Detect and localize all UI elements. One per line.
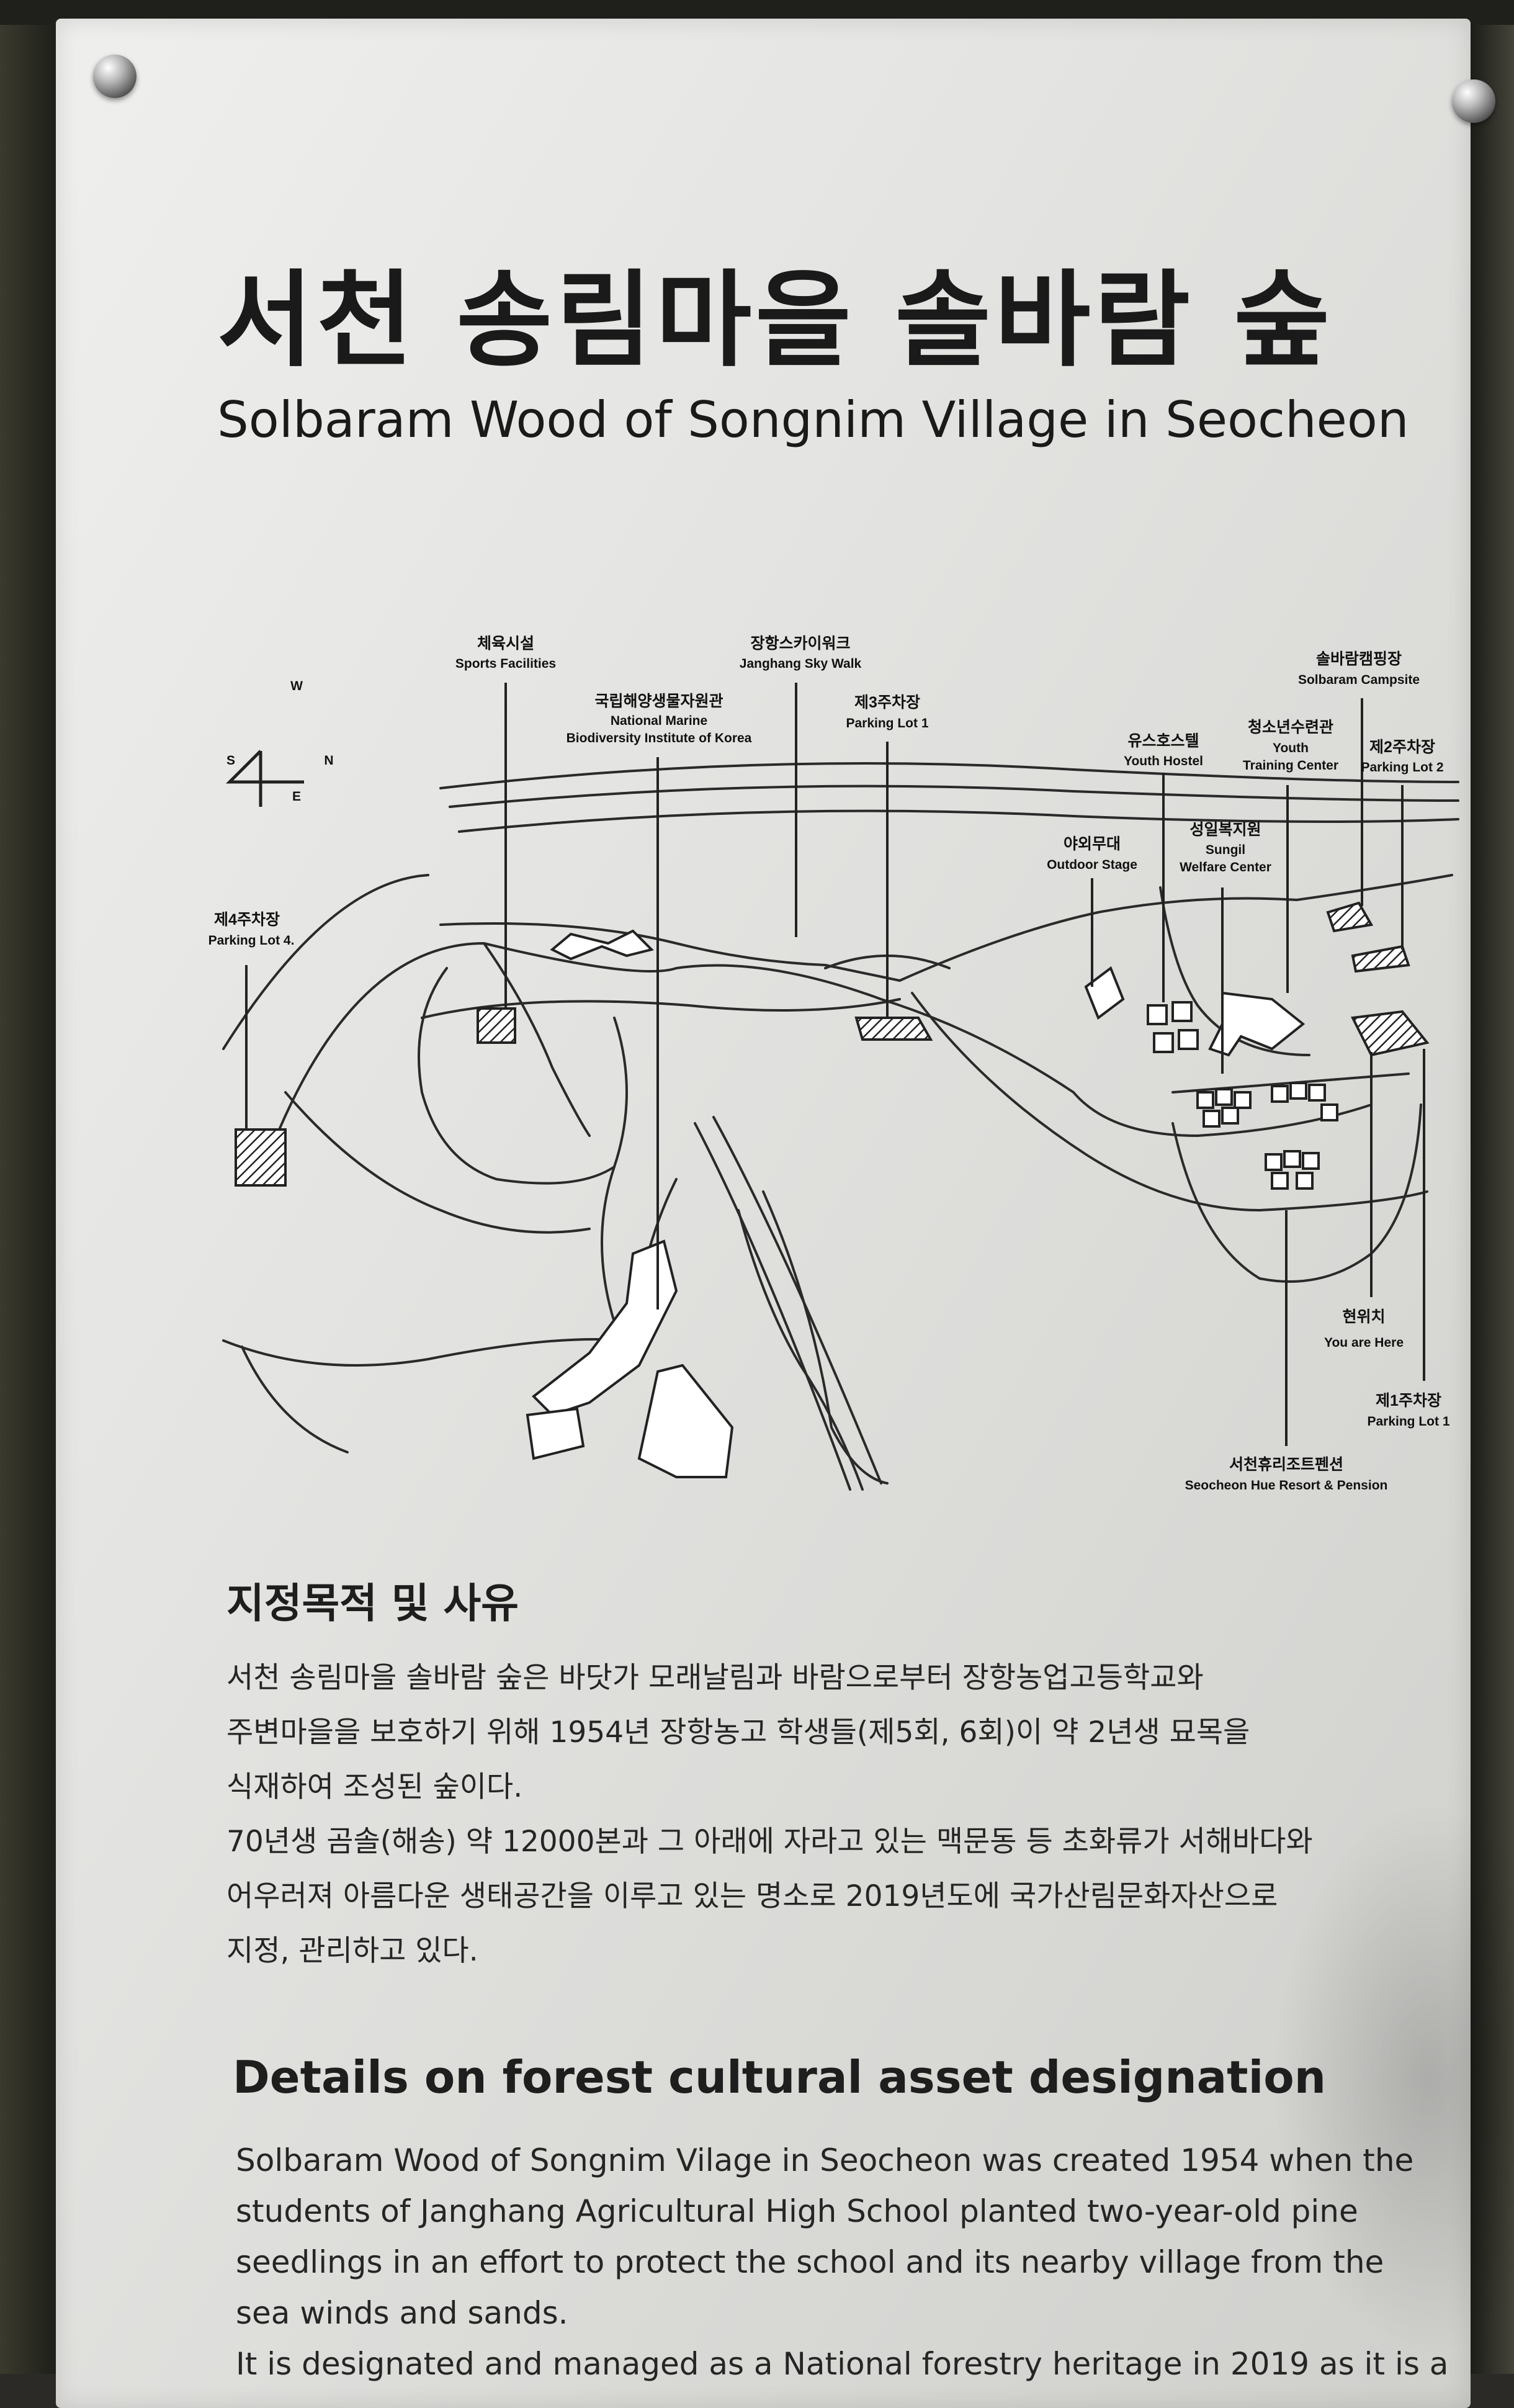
label-marine-en1: National Marine — [611, 714, 707, 728]
label-here-en: You are Here — [1324, 1336, 1404, 1350]
parking-lot-3-area — [854, 1017, 933, 1041]
trail-map: W S N E — [208, 635, 1459, 1493]
label-hostel-ko: 유스호스텔 — [1127, 732, 1199, 750]
label-campsite-ko: 솔바람캠핑장 — [1316, 650, 1402, 668]
section-heading-english: Details on forest cultural asset designa… — [233, 2051, 1326, 2103]
label-sungil-en1: Sungil — [1206, 843, 1245, 857]
background-right — [1471, 0, 1514, 2374]
body-line: 서천 송림마을 솔바람 숲은 바닷가 모래날림과 바람으로부터 장항농업고등학교… — [226, 1661, 1204, 1695]
compass-n: N — [324, 753, 333, 768]
road-network — [222, 874, 1453, 1491]
label-lot3-en: Parking Lot 1 — [846, 716, 928, 730]
background-left — [0, 0, 56, 2374]
body-line: 어우러져 아름다운 생태공간을 이루고 있는 명소로 2019년도에 국가산림문… — [226, 1879, 1278, 1913]
label-lot1-en: Parking Lot 1 — [1367, 1414, 1449, 1429]
label-campsite-en: Solbaram Campsite — [1298, 673, 1420, 687]
label-sports-en: Sports Facilities — [455, 657, 556, 671]
compass-w: W — [290, 679, 303, 693]
label-resort-en: Seocheon Hue Resort & Pension — [1185, 1478, 1388, 1493]
sports-area — [477, 1007, 516, 1044]
section-body-english: Solbaram Wood of Songnim Vilage in Seoch… — [236, 2135, 1452, 2389]
label-here-ko: 현위치 — [1342, 1308, 1385, 1326]
label-marine-en2: Biodiversity Institute of Korea — [567, 731, 752, 745]
body-line: sea winds and sands. — [236, 2295, 568, 2331]
label-lot2-en: Parking Lot 2 — [1361, 760, 1443, 775]
body-line: 주변마을을 보호하기 위해 1954년 장항농고 학생들(제5회, 6회)이 약… — [226, 1715, 1250, 1750]
compass-e: E — [292, 789, 301, 804]
body-line: It is designated and managed as a Nation… — [236, 2346, 1449, 2382]
parking-lot-4-area — [235, 1128, 287, 1187]
label-ytc-en1: Youth — [1273, 741, 1309, 755]
label-sungil-en2: Welfare Center — [1180, 860, 1271, 874]
section-body-korean: 서천 송림마을 솔바람 숲은 바닷가 모래날림과 바람으로부터 장항농업고등학교… — [226, 1651, 1443, 1979]
label-lot1-ko: 제1주차장 — [1376, 1392, 1441, 1409]
compass-s: S — [226, 753, 235, 768]
body-line: 지정, 관리하고 있다. — [226, 1934, 478, 1968]
label-ytc-en2: Training Center — [1243, 758, 1338, 773]
leader-lines — [245, 683, 1425, 1446]
label-stage-ko: 야외무대 — [1064, 835, 1121, 853]
body-line: 70년생 곰솔(해송) 약 12000본과 그 아래에 자라고 있는 맥문동 등… — [226, 1825, 1313, 1859]
label-lot4-ko: 제4주차장 — [214, 911, 280, 928]
shadow-overlay — [1272, 1800, 1514, 2358]
label-ytc-ko: 청소년수련관 — [1248, 719, 1333, 736]
coastal-road — [439, 762, 1459, 833]
label-stage-en: Outdoor Stage — [1047, 858, 1137, 872]
body-line: 식재하여 조성된 숲이다. — [226, 1770, 523, 1804]
label-lot2-ko: 제2주차장 — [1369, 739, 1435, 756]
compass-icon: W S N E — [225, 679, 334, 807]
title-english: Solbaram Wood of Songnim Village in Seoc… — [217, 391, 1409, 449]
section-heading-korean: 지정목적 및 사유 — [226, 1579, 519, 1627]
bolt-icon — [93, 55, 137, 98]
campsite-area — [1326, 901, 1374, 933]
label-lot3-ko: 제3주차장 — [854, 694, 920, 711]
hatched-areas — [235, 901, 1430, 1187]
parking-lot-1-area — [1350, 1010, 1430, 1057]
label-resort-ko: 서천휴리조트펜션 — [1229, 1456, 1343, 1473]
label-marine-ko: 국립해양생물자원관 — [594, 693, 723, 710]
body-line: seedlings in an effort to protect the sc… — [236, 2244, 1384, 2280]
body-line: Solbaram Wood of Songnim Vilage in Seoch… — [236, 2142, 1414, 2178]
parking-lot-2-area — [1351, 945, 1410, 973]
label-sports-ko: 체육시설 — [477, 635, 534, 652]
title-korean: 서천 송림마을 솔바람 숲 — [217, 259, 1334, 381]
label-skywalk-en: Janghang Sky Walk — [740, 657, 862, 671]
label-lot4-en: Parking Lot 4. — [208, 933, 295, 948]
body-line: students of Janghang Agricultural High S… — [236, 2193, 1358, 2229]
bolt-icon — [1452, 79, 1495, 123]
label-sungil-ko: 성일복지원 — [1189, 821, 1261, 838]
facility-shapes — [526, 929, 1338, 1478]
label-hostel-en: Youth Hostel — [1124, 754, 1203, 768]
label-skywalk-ko: 장항스카이워크 — [750, 635, 850, 652]
